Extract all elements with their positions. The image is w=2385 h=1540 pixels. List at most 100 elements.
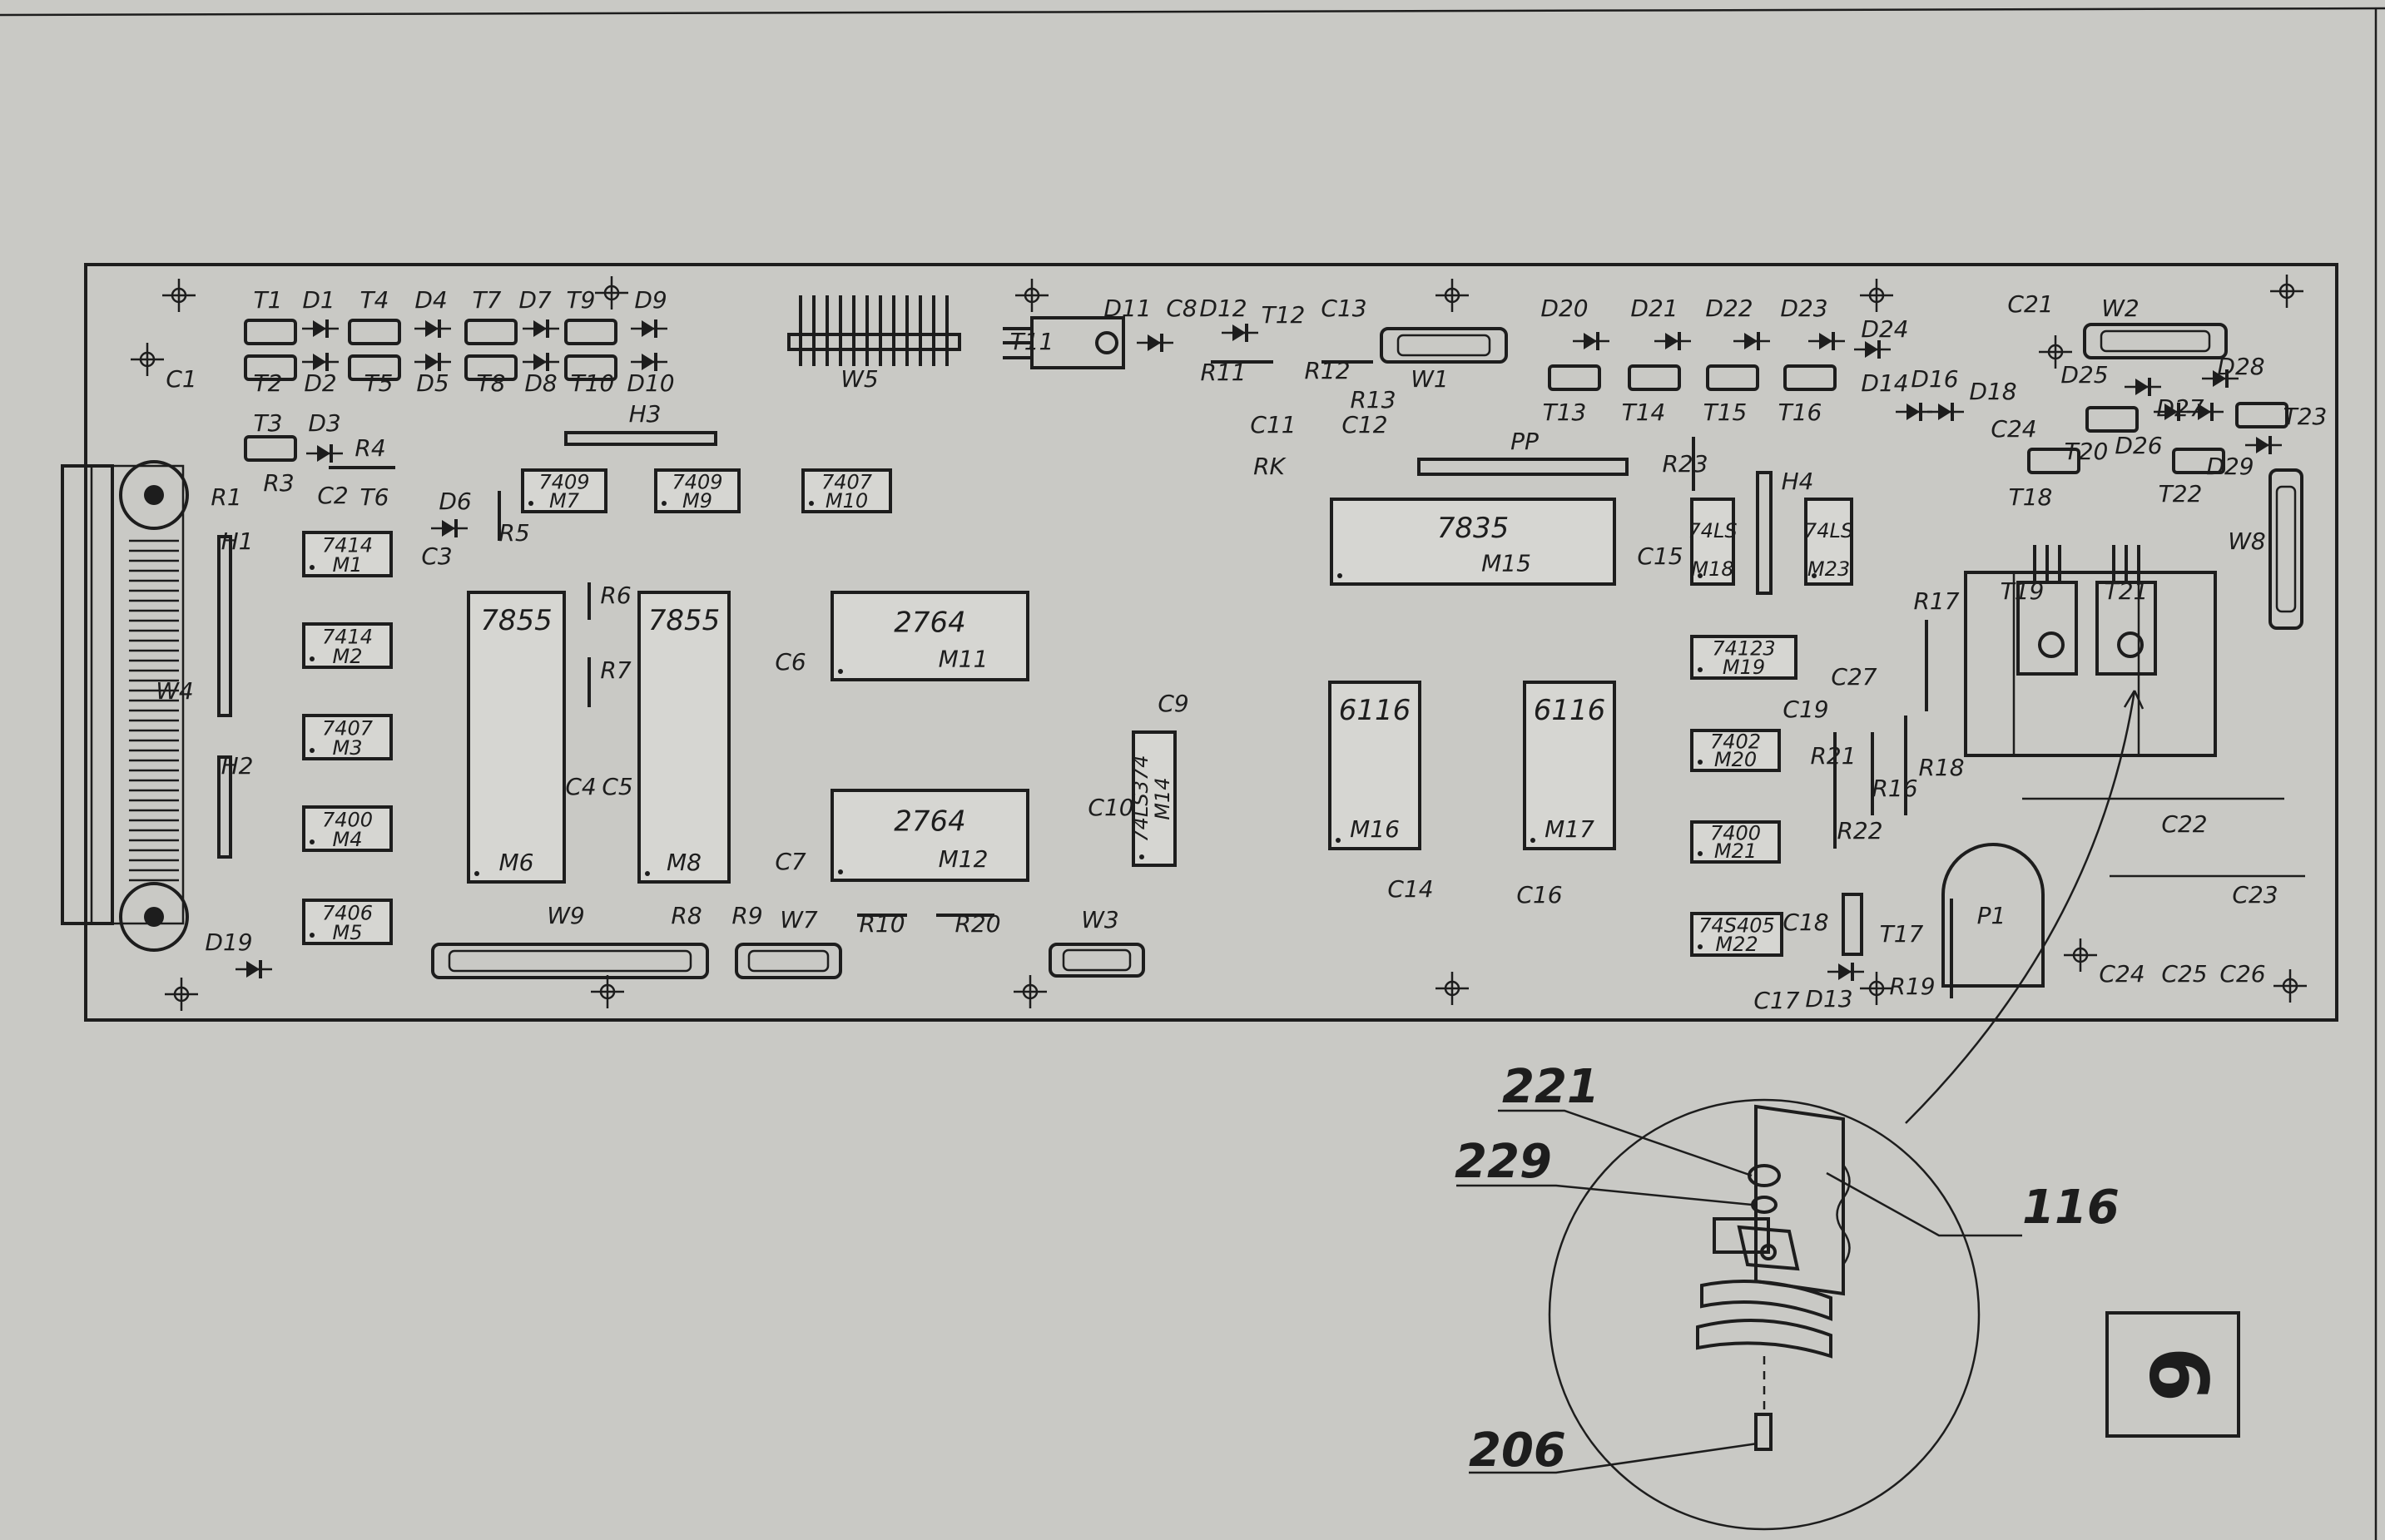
chip-part-label: 7400 [322, 808, 373, 831]
chip-part-label: 74123 [1712, 637, 1775, 661]
callout-206: 206 [1469, 1424, 1566, 1478]
component-label: D7 [518, 286, 552, 314]
chip-part-label: 74LS [1804, 519, 1853, 542]
component-label: D12 [1199, 295, 1247, 322]
chip-part-label: 74S405 [1698, 914, 1775, 938]
component-label: R11 [1200, 359, 1246, 386]
component-label: C6 [775, 648, 806, 676]
chip-m18: 74LS M18 [1688, 498, 1738, 586]
component-label: T6 [360, 483, 389, 511]
resistor-lines [329, 360, 1953, 998]
component-label: W2 [2101, 295, 2140, 322]
component-label: H4 [1782, 468, 1814, 495]
chip-layer: 7414M17414M27407M37400M47406M57409M77409… [302, 468, 1853, 957]
component-label: D2 [304, 369, 336, 397]
chip-ref-label: M16 [1350, 815, 1400, 843]
transistor-t17 [1842, 893, 1863, 956]
chip-part-label: 6116 [1534, 694, 1606, 727]
chip-ref-label: M12 [939, 845, 989, 873]
mounting-marks [131, 275, 2307, 1011]
chip-part-label: 7414 [322, 625, 373, 648]
component-label: P1 [1977, 902, 2006, 929]
component-label: T21 [2105, 577, 2149, 605]
component-label: D21 [1630, 295, 1678, 322]
chip-ref-label: M2 [333, 645, 363, 668]
component-label: W9 [547, 902, 585, 929]
chip-ref-label: M9 [682, 489, 712, 513]
edge-connector [61, 460, 189, 952]
callout-116: 116 [2022, 1181, 2120, 1235]
connector-w1 [1380, 327, 1508, 364]
component-label: C10 [1088, 794, 1133, 821]
sheet-number: 6 [2132, 1347, 2225, 1403]
component-label: D26 [2115, 432, 2162, 459]
component-label: R16 [1872, 775, 1917, 802]
component-label: T9 [567, 286, 596, 314]
component-label: D13 [1805, 985, 1852, 1013]
component-label: R17 [1913, 587, 1959, 615]
component-label: R6 [600, 582, 631, 609]
component-label: D20 [1540, 295, 1588, 322]
component-label: T4 [360, 286, 389, 314]
component-label: T20 [2065, 438, 2109, 465]
chip-part-label: 7406 [322, 901, 373, 924]
component-label: T22 [2159, 480, 2203, 508]
component-label: D24 [1861, 315, 1908, 343]
component-label: T14 [1622, 399, 1666, 426]
component-label: W5 [840, 365, 879, 393]
chip-ref-label: M7 [549, 489, 580, 513]
chip-ref-label: M4 [333, 828, 363, 851]
component-label: T2 [254, 369, 283, 397]
component-label: D19 [205, 928, 252, 956]
component-label: W3 [1081, 906, 1119, 933]
chip-ref-label: M3 [333, 736, 363, 760]
component-label: D23 [1780, 295, 1827, 322]
connector-w3 [1049, 943, 1145, 978]
chip-part-label: 74LS [1688, 519, 1737, 542]
connector-w2 [2083, 323, 2228, 359]
component-label: R13 [1350, 386, 1396, 413]
component-label: D5 [416, 369, 449, 397]
component-label: C24 [1991, 415, 2036, 443]
potentiometer-p1 [1941, 843, 2045, 988]
component-label: D11 [1103, 295, 1151, 322]
component-label: H2 [221, 752, 254, 780]
heatsink [1964, 545, 2217, 757]
component-label: C5 [602, 773, 632, 800]
chip-ref-label: M18 [1691, 557, 1733, 581]
chip-ref-label: M20 [1714, 748, 1757, 771]
chip-part-label: 6116 [1339, 694, 1411, 727]
component-label: C23 [2232, 881, 2278, 909]
component-label: D28 [2217, 353, 2264, 380]
chip-part-label: 7402 [1710, 730, 1761, 754]
chip-part-label: 7855 [480, 604, 553, 637]
component-label: W8 [2228, 527, 2266, 555]
component-label: R4 [355, 434, 385, 462]
chip-ref-label: M11 [939, 645, 989, 672]
component-label: C24 [2099, 960, 2145, 988]
chip-ref-label: M10 [826, 489, 868, 513]
chip-part-label: 74LS374 [1129, 755, 1153, 843]
component-label: T12 [1262, 301, 1306, 329]
chip-ref-label: M1 [333, 553, 363, 577]
chip-ref-label: M23 [1807, 557, 1850, 581]
component-label: C11 [1250, 411, 1296, 438]
component-label: C9 [1158, 690, 1188, 717]
component-label: C18 [1783, 909, 1828, 936]
chip-ref-label: M22 [1715, 933, 1758, 956]
chip-ref-label: M8 [667, 849, 702, 876]
chip-m23: 74LS M23 [1804, 498, 1853, 586]
component-label: C8 [1166, 295, 1197, 322]
component-label: T8 [477, 369, 506, 397]
component-label: T11 [1010, 328, 1054, 355]
chip-part-label: 7414 [322, 533, 373, 557]
